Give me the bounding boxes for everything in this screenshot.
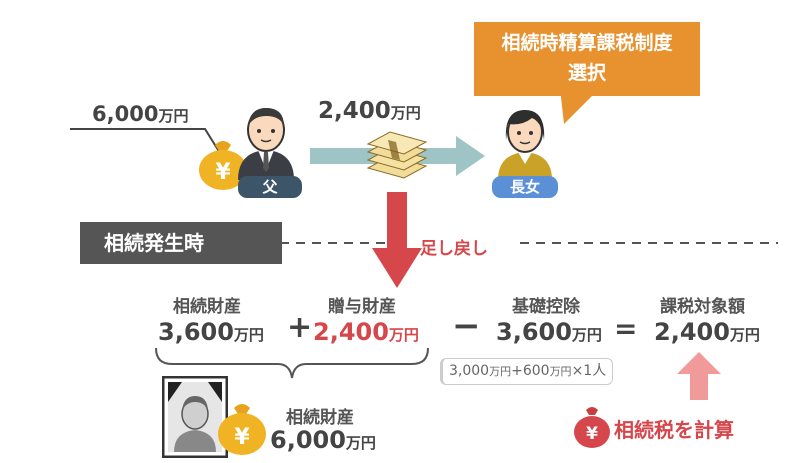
cash-stack-icon: [366, 131, 428, 179]
svg-text:¥: ¥: [215, 160, 231, 185]
deduction-amount: 3,600万円: [496, 318, 602, 346]
memorial-portrait-icon: [162, 376, 228, 458]
gift-property-label: 贈与財産: [328, 297, 396, 317]
inheritance-value: 3,600: [158, 318, 234, 346]
father-asset-value: 6,000: [92, 102, 159, 126]
deduction-value: 3,600: [496, 318, 572, 346]
father-tag: 父: [238, 176, 302, 198]
svg-text:¥: ¥: [234, 425, 250, 450]
gift-amount-unit: 万円: [390, 104, 421, 122]
svg-text:¥: ¥: [586, 424, 598, 444]
daughter-icon: [498, 110, 552, 180]
taxable-value: 2,400: [654, 318, 730, 346]
inheritance-label: 相続財産: [173, 297, 241, 317]
daughter-tag: 長女: [492, 176, 558, 198]
gift-amount-value: 2,400: [318, 98, 391, 124]
equals-sign: =: [614, 312, 638, 345]
taxable-amount: 2,400万円: [654, 318, 760, 346]
tax-system-callout: 相続時精算課税制度 選択: [474, 22, 700, 96]
addback-arrow: [372, 192, 422, 288]
estate-value: 6,000: [270, 426, 346, 454]
taxable-unit: 万円: [729, 326, 760, 344]
estate-unit: 万円: [345, 434, 376, 452]
gift-property-unit: 万円: [388, 326, 419, 344]
inheritance-amount: 3,600万円: [158, 318, 264, 346]
deduction-formula: 3,000万円+600万円×1人: [440, 358, 614, 385]
compute-up-arrow: [677, 352, 721, 400]
inheritance-unit: 万円: [233, 326, 264, 344]
deduction-label: 基礎控除: [512, 297, 580, 317]
gift-property-amount: 2,400万円: [313, 318, 419, 346]
formula-multiplier: ×1人: [571, 363, 607, 379]
father-icon: [238, 108, 294, 180]
addback-label: 足し戻し: [420, 239, 488, 259]
sum-brace: [155, 347, 429, 379]
deduction-unit: 万円: [571, 326, 602, 344]
minus-sign: −: [452, 306, 481, 346]
dashed-divider: [264, 242, 778, 244]
gift-property-value: 2,400: [313, 318, 389, 346]
formula-plus: +: [511, 363, 523, 379]
plus-sign: +: [287, 310, 313, 345]
compute-tax-label: 相続税を計算: [614, 418, 734, 442]
father-asset-unit: 万円: [158, 107, 189, 125]
formula-base: 3,000: [449, 363, 490, 379]
inheritance-banner: 相続発生時: [80, 222, 282, 264]
callout-line-1: 相続時精算課税制度: [501, 32, 673, 54]
formula-per-heir: 600: [522, 363, 550, 379]
estate-label: 相続財産: [286, 408, 354, 428]
estate-money-bag-icon: ¥: [218, 404, 266, 455]
gift-amount: 2,400万円: [318, 98, 421, 124]
formula-unit-2: 万円: [549, 365, 572, 378]
callout-line-2: 選択: [567, 62, 606, 84]
callout-tail: [560, 88, 600, 124]
estate-amount: 6,000万円: [270, 426, 376, 454]
money-bag-icon: ¥: [199, 141, 247, 190]
father-asset-amount: 6,000万円: [92, 102, 188, 126]
formula-unit-1: 万円: [489, 365, 512, 378]
taxable-label: 課税対象額: [660, 297, 745, 317]
yen-bag-icon: ¥: [574, 407, 610, 448]
